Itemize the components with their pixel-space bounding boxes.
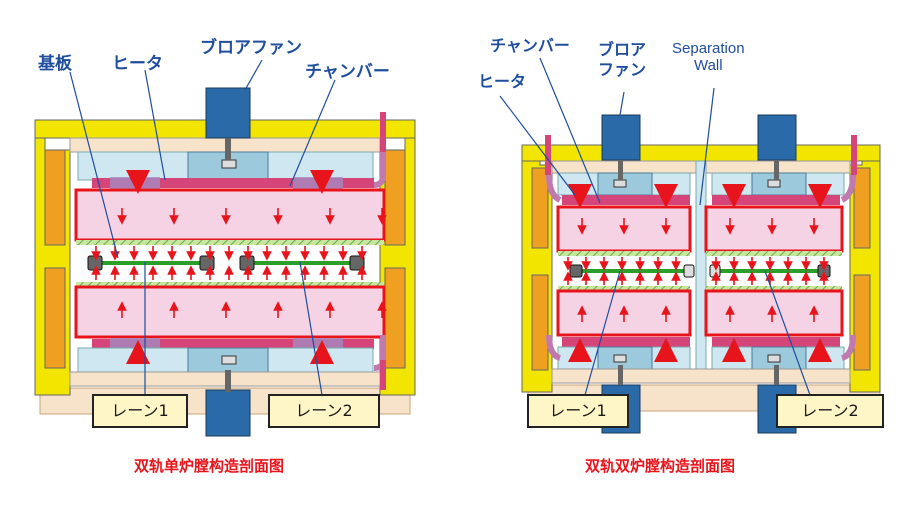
- right-caption: 双轨双炉膛构造剖面图: [585, 457, 736, 475]
- label-heater: ヒータ: [112, 54, 163, 74]
- label-chamber-right: チャンバー: [490, 36, 570, 55]
- left-caption: 双轨单炉膛构造剖面图: [134, 457, 285, 475]
- label-blower-fan: ブロアファン: [200, 38, 302, 58]
- label-substrate: 基板: [38, 54, 72, 74]
- lane2-label-right: レーン2: [776, 394, 884, 428]
- label-blower-fan-right: ブロア ファン: [598, 40, 647, 79]
- lane1-label: レーン1: [92, 394, 188, 428]
- lane1-label-right: レーン1: [527, 394, 629, 428]
- label-chamber: チャンバー: [305, 62, 390, 82]
- right-oven-diagram: [499, 57, 881, 434]
- left-oven-diagram: [34, 59, 416, 437]
- label-separation-wall: Separation Wall: [672, 40, 745, 75]
- label-heater-right: ヒータ: [478, 72, 527, 91]
- lane2-label: レーン2: [268, 394, 380, 428]
